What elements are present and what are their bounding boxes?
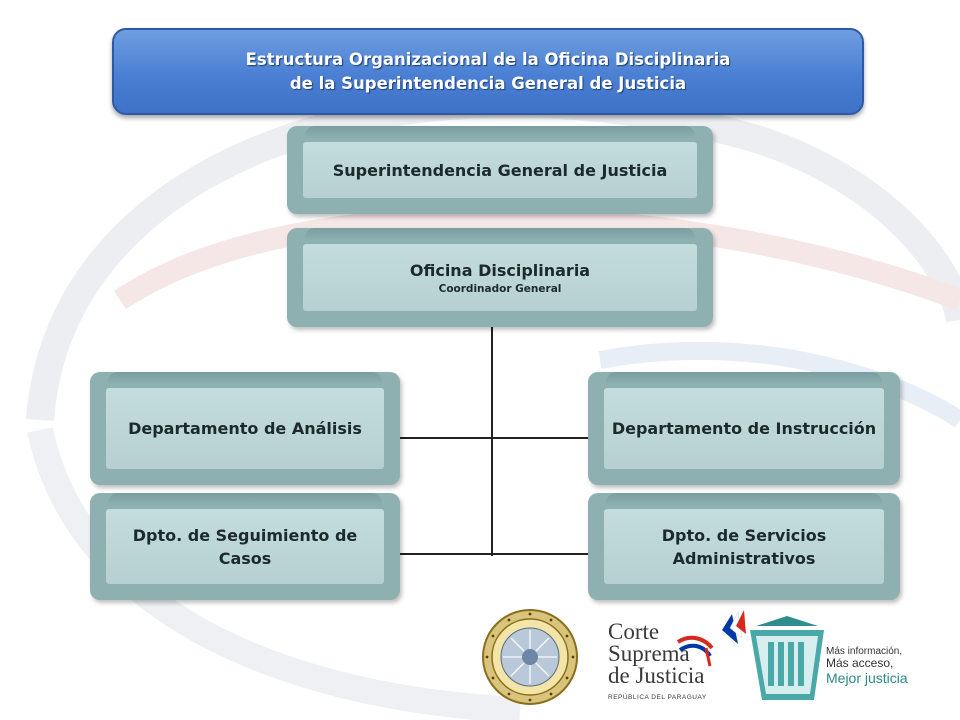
node-departamento-instruccion: Departamento de Instrucción xyxy=(588,372,900,485)
csj-logo-line1: Corte xyxy=(608,619,660,644)
csj-logo-line3: de Justicia xyxy=(608,663,705,688)
flag-ribbon-icon xyxy=(676,635,714,667)
slogan-line3: Mejor justicia xyxy=(826,670,908,686)
oea-seal-logo xyxy=(482,609,578,705)
slogan-line1: Más información, xyxy=(826,646,903,657)
node-superintendencia: Superintendencia General de Justicia xyxy=(287,126,713,214)
chart-title-box: Estructura Organizacional de la Oficina … xyxy=(112,28,864,115)
csj-logo: Corte Suprema de Justicia REPÚBLICA DEL … xyxy=(606,618,718,708)
node-departamento-analisis: Departamento de Análisis xyxy=(90,372,400,485)
csj-logo-sub: REPÚBLICA DEL PARAGUAY xyxy=(608,694,707,701)
node-dpto-servicios: Dpto. de Servicios Administrativos xyxy=(588,493,900,600)
node-oficina-disciplinaria: Oficina Disciplinaria Coordinador Genera… xyxy=(287,228,713,327)
node-superintendencia-label: Superintendencia General de Justicia xyxy=(332,160,668,180)
chart-title-line2: de la Superintendencia General de Justic… xyxy=(289,73,687,93)
connector-seguimiento-servicios xyxy=(384,553,592,555)
node-servicios-label-1: Dpto. de Servicios xyxy=(661,525,827,545)
mejor-justicia-logo xyxy=(722,610,824,700)
node-oficina-sublabel: Coordinador General xyxy=(438,283,562,295)
node-servicios-label-2: Administrativos xyxy=(672,548,816,568)
connector-vertical xyxy=(491,326,493,556)
node-seguimiento-label: Dpto. de Seguimiento de Casos xyxy=(132,525,358,568)
node-oficina-label: Oficina Disciplinaria xyxy=(409,261,591,280)
node-instruccion-label: Departamento de Instrucción xyxy=(611,419,877,438)
slogan-line2: Más acceso, xyxy=(826,656,894,670)
connector-analisis-instruccion xyxy=(384,437,592,439)
csj-logo-line2: Suprema xyxy=(608,641,690,666)
slogan-block: Más información, Más acceso, Mejor justi… xyxy=(826,646,930,686)
node-dpto-seguimiento: Dpto. de Seguimiento de Casos xyxy=(90,493,400,600)
chart-title-line1: Estructura Organizacional de la Oficina … xyxy=(245,49,731,69)
node-analisis-label: Departamento de Análisis xyxy=(128,419,362,438)
